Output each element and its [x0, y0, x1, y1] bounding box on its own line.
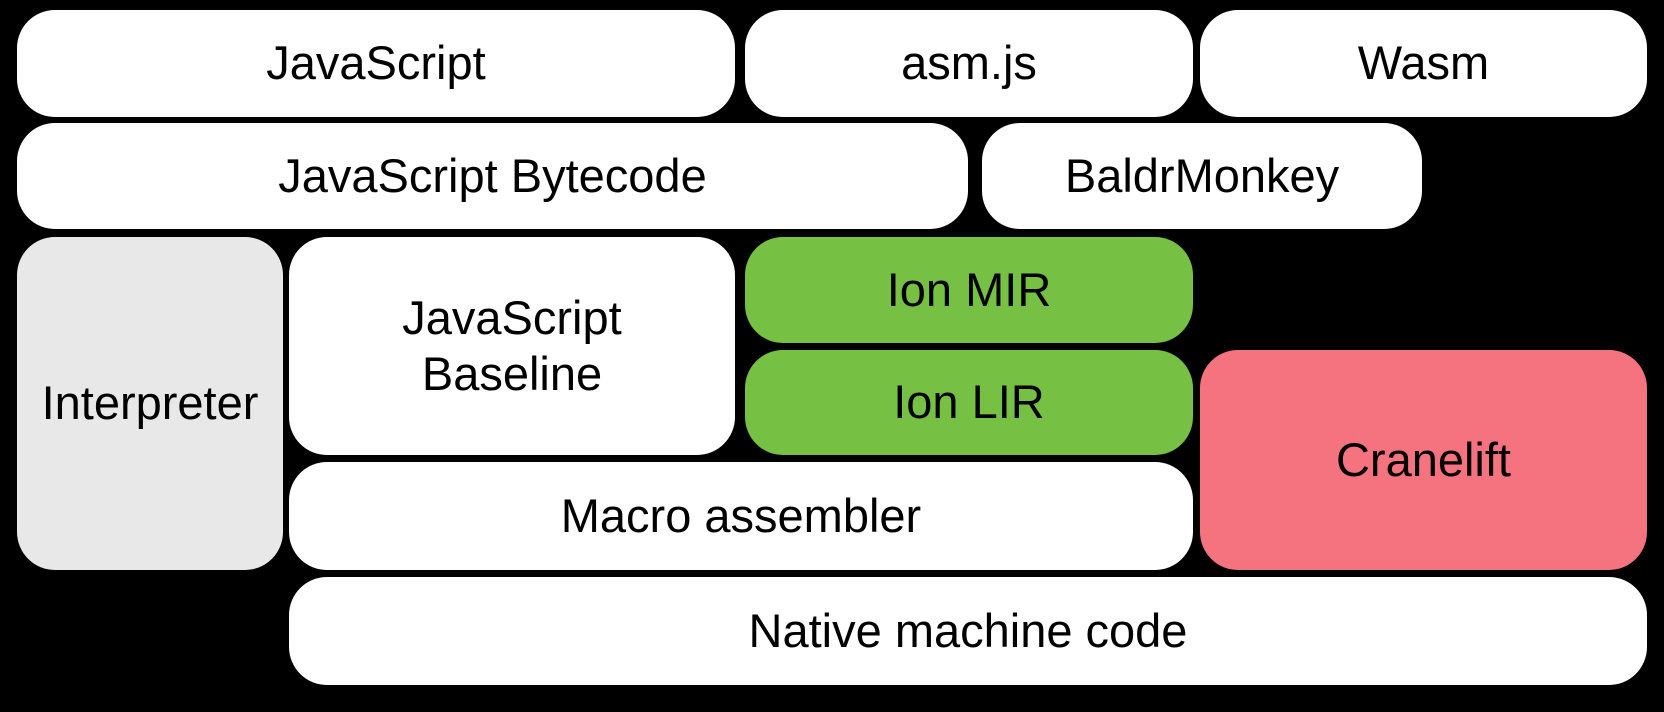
- node-native-machine-code: Native machine code: [289, 577, 1647, 685]
- node-asm-js: asm.js: [745, 10, 1193, 117]
- node-ion-lir: Ion LIR: [745, 350, 1193, 455]
- node-ion-mir: Ion MIR: [745, 237, 1193, 343]
- node-javascript-bytecode: JavaScript Bytecode: [17, 123, 968, 229]
- node-wasm: Wasm: [1200, 10, 1647, 117]
- node-macro-assembler: Macro assembler: [289, 462, 1193, 570]
- node-cranelift: Cranelift: [1200, 350, 1647, 570]
- node-baldrmonkey: BaldrMonkey: [982, 123, 1422, 229]
- node-interpreter: Interpreter: [17, 237, 283, 570]
- node-javascript: JavaScript: [17, 10, 735, 117]
- node-javascript-baseline: JavaScript Baseline: [289, 237, 735, 455]
